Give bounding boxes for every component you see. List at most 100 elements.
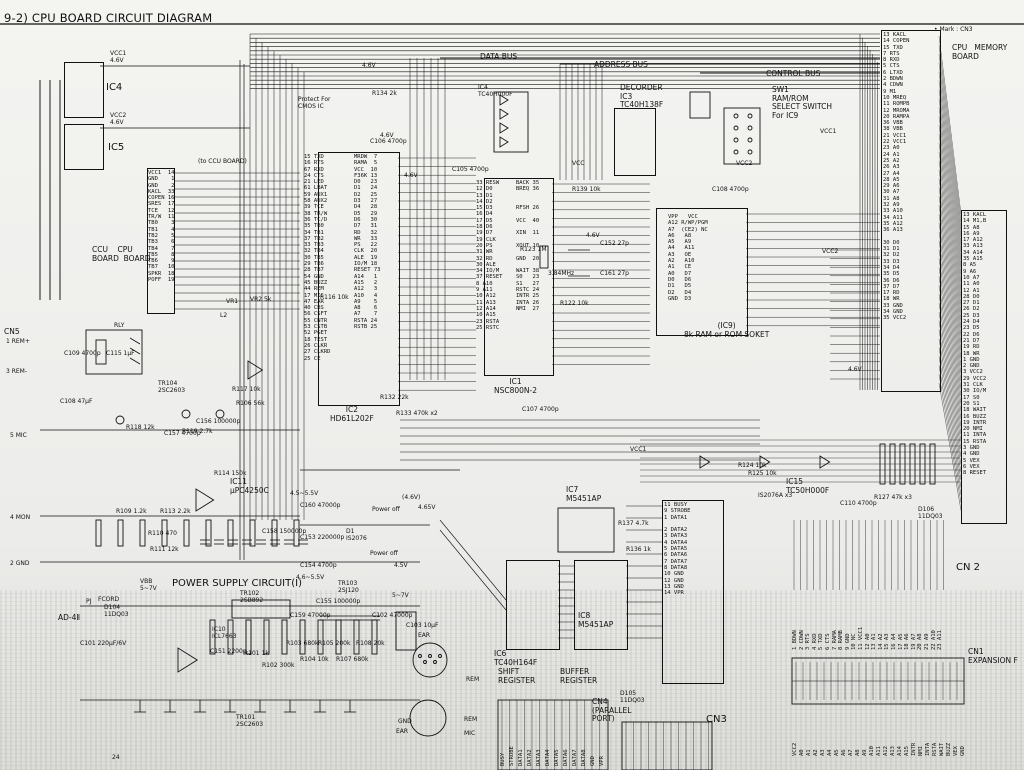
resistor-symbol <box>205 519 212 547</box>
wire <box>129 347 141 355</box>
component-value-label: C151 2200p <box>210 648 247 655</box>
vcc1-label-top: VCC1 4.6V <box>110 50 127 64</box>
wire <box>938 294 962 435</box>
resistor-symbol <box>117 519 124 547</box>
ic11-label: IC11 µPC4250C <box>230 477 269 495</box>
buffer-gate-symbol <box>759 455 771 469</box>
din-connector <box>412 642 448 678</box>
d1-label: D1 IS2076 <box>346 528 367 542</box>
wire <box>938 98 962 268</box>
component-value-label: R108 20k <box>356 640 385 647</box>
din-mic-label: MIC <box>464 730 476 737</box>
ic4-box <box>64 62 104 118</box>
cn2-pin-label: 9 GND <box>844 633 851 650</box>
component-value-label: R119 2.7k <box>182 428 213 435</box>
power-supply-title: POWER SUPPLY CIRCUIT(I) <box>172 578 302 589</box>
tr102-label: TR102 2SB892 <box>240 590 264 604</box>
mon-pin: 4 MON <box>10 514 31 521</box>
parallel-pin-label: GND <box>590 756 596 766</box>
wire <box>938 169 962 329</box>
component-value-label: R111 12k <box>150 546 179 553</box>
component-value-label: R107 680k <box>336 656 369 663</box>
wire <box>938 71 962 245</box>
tr103-label: TR103 2SJ120 <box>338 580 359 594</box>
cn2-pin-label: 22 A10 <box>930 630 937 650</box>
resistor-symbol <box>879 443 886 485</box>
parallel-pin-label: DATA3 <box>536 749 542 766</box>
d104-label: D104 11DQ03 <box>104 604 129 618</box>
component-value-label: R125 10k <box>748 470 777 477</box>
din-ear-label-2: EAR <box>396 728 409 735</box>
component-value-label: R101 1k <box>244 650 269 657</box>
component-value-label: C157 4700p <box>164 430 201 437</box>
parallel-pin-label: STROBE <box>509 746 515 766</box>
cn3-label: CN3 <box>706 714 727 725</box>
ccu-connector-box <box>147 168 175 314</box>
connector-box <box>395 611 417 651</box>
ic8-box <box>574 560 628 650</box>
ic2-label: IC2 HD61L202F <box>330 405 374 423</box>
din-rem-label-2: REM <box>464 716 478 723</box>
cn4-body <box>497 699 609 770</box>
wire <box>938 151 962 313</box>
voltage-label: VCC1 <box>630 446 647 453</box>
page-number: 24 <box>112 754 120 761</box>
component-value-label: C160 47000p <box>300 502 341 509</box>
component-value-label: R139 10k <box>572 186 601 193</box>
cn1-pin-list: 13 KACL 14 M1,B 15 A8 16 A9 17 A12 33 A1… <box>963 212 987 477</box>
resistor-symbol <box>245 619 252 655</box>
wire <box>938 302 962 443</box>
wire <box>938 249 962 397</box>
parallel-pin-label: DATA7 <box>572 749 578 766</box>
vcc2-label-top: VCC2 4.6V <box>110 112 127 126</box>
ic2-left-pins: 15 TXD 16 RTS 67 RXD 24 CTS 21 LED 61 LB… <box>304 154 331 362</box>
wire <box>938 62 962 237</box>
ic5-box <box>64 124 104 170</box>
voltage-label: 4.6V <box>380 132 394 139</box>
voltage-label: VCC2 <box>822 248 839 255</box>
cn2-pin-label: 7 RAMA <box>831 630 838 650</box>
component-value-label: C108 4700p <box>712 186 749 193</box>
wire <box>938 80 962 253</box>
wire <box>938 205 962 359</box>
test-point <box>181 409 191 419</box>
component-value-label: C110 4700p <box>840 500 877 507</box>
component-value-label: C153 220000p <box>300 534 345 541</box>
cn1-bottom-pin-label: A12 <box>883 746 889 756</box>
din-ear-label: EAR <box>418 632 431 639</box>
wire <box>439 529 507 611</box>
tr101-label: TR101 2SC2603 <box>236 714 264 728</box>
decoder-label: DECORDER IC3 TC40H138F <box>620 83 664 109</box>
nand-gate-symbol <box>499 122 509 134</box>
wire <box>129 337 141 345</box>
din-pin <box>438 654 442 658</box>
wire <box>938 374 962 503</box>
component-value-label: R136 1k <box>626 546 651 553</box>
wire <box>938 329 962 465</box>
wire <box>938 338 962 473</box>
ic1-label: IC1 NSC800N-2 <box>494 377 538 395</box>
cn2-pin-label: 12 A0 <box>864 633 871 650</box>
din-pin <box>428 654 432 658</box>
opamp-symbol <box>195 488 215 512</box>
voltage-label: VCC2 <box>736 160 753 167</box>
wire <box>938 116 962 283</box>
resistor-symbol <box>293 519 300 547</box>
component-value-label: C107 4700p <box>522 406 559 413</box>
resistor-symbol <box>183 519 190 547</box>
component-value-label: C152 27p <box>600 240 629 247</box>
cn2-pin-label: 20 A8 <box>917 633 924 650</box>
component-value-label: R105 200k <box>318 640 351 647</box>
ccu-pin-list: VCC1 14 GND 1 GND 2 KACL 33 COPEN 16 SRE… <box>148 170 175 284</box>
nand-gate-symbol <box>499 94 509 106</box>
wire <box>938 320 962 458</box>
din-gnd-label: GND <box>398 718 412 725</box>
component-value-label: C105 4700p <box>452 166 489 173</box>
cn1-bottom-pin-label: INTA <box>925 742 931 756</box>
ic1-box <box>484 178 554 376</box>
cn1-bottom-pin-label: BUZZ <box>946 742 952 756</box>
wire <box>938 142 962 306</box>
ic7-label: IC7 M5451AP <box>566 485 602 503</box>
component-value-label: C109 4700p <box>64 350 101 357</box>
voltage-label: 4.5V <box>394 562 408 569</box>
